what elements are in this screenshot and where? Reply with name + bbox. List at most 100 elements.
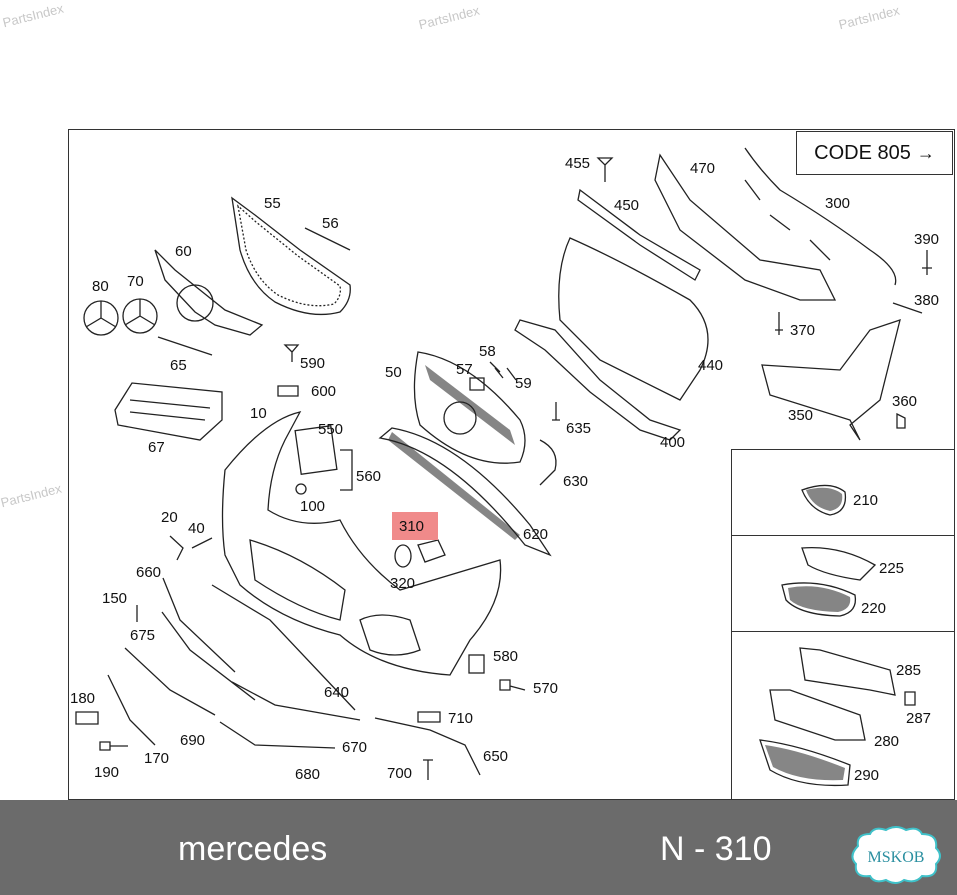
callout-390: 390 — [914, 231, 939, 248]
part-300-branch — [744, 179, 831, 261]
callout-150: 150 — [102, 590, 127, 607]
part-220-grille — [781, 582, 857, 617]
part-285-duct — [799, 647, 896, 696]
callout-55: 55 — [264, 195, 281, 212]
callout-20: 20 — [161, 509, 178, 526]
callout-550: 550 — [318, 421, 343, 438]
part-670-trim — [231, 681, 361, 721]
part-225-frame — [801, 546, 877, 581]
part-60-ring — [176, 284, 214, 322]
callout-100: 100 — [300, 498, 325, 515]
callout-380: 380 — [914, 292, 939, 309]
part-number-label: N - 310 — [660, 830, 772, 868]
part-620-mesh — [388, 432, 520, 540]
callout-620: 620 — [523, 526, 548, 543]
part-320-ring — [394, 544, 412, 568]
part-55-grille-frame — [231, 196, 351, 316]
part-630-bracket — [539, 439, 557, 486]
callout-56: 56 — [322, 215, 339, 232]
part-190-screw — [99, 741, 128, 751]
callout-450: 450 — [614, 197, 639, 214]
part-10-foglight — [359, 614, 421, 656]
part-370-pin — [775, 312, 783, 335]
callout-10: 10 — [250, 405, 267, 422]
callout-210: 210 — [853, 492, 878, 509]
part-57-clip — [469, 377, 485, 391]
part-470-crossmember — [654, 153, 837, 301]
part-560-bracket — [340, 449, 353, 491]
part-710-clip — [417, 711, 441, 723]
callout-650: 650 — [483, 748, 508, 765]
part-620-lower-grille — [378, 427, 552, 557]
part-570-screw — [499, 679, 526, 691]
callout-57: 57 — [456, 361, 473, 378]
part-20-cap — [169, 535, 184, 561]
footer-bar: mercedes N - 310 — [0, 800, 957, 895]
part-60-bracket — [154, 249, 264, 336]
part-10-inner — [249, 539, 346, 621]
callout-310: 310 — [399, 518, 424, 535]
callout-590: 590 — [300, 355, 325, 372]
callout-690: 690 — [180, 732, 205, 749]
callout-70: 70 — [127, 273, 144, 290]
part-590-screw — [283, 344, 300, 362]
part-660-strip — [162, 577, 236, 673]
mskob-logo: MSKOB — [851, 826, 941, 884]
part-287-pin — [904, 691, 916, 706]
callout-660: 660 — [136, 564, 161, 581]
part-440-frame — [558, 237, 709, 401]
part-50-mesh — [425, 365, 515, 445]
callout-350: 350 — [788, 407, 813, 424]
part-280-duct — [769, 689, 866, 741]
part-310-sensor — [417, 539, 446, 563]
part-65-strip — [157, 336, 213, 356]
callout-40: 40 — [188, 520, 205, 537]
part-450-strip — [577, 188, 701, 281]
part-380-strip — [892, 302, 923, 314]
arrow-right-icon: → — [916, 142, 935, 163]
callout-580: 580 — [493, 648, 518, 665]
part-650-trim — [374, 717, 481, 776]
callout-300: 300 — [825, 195, 850, 212]
part-635-pin — [552, 402, 560, 421]
callout-58: 58 — [479, 343, 496, 360]
part-210-grille — [801, 484, 847, 516]
callout-59: 59 — [515, 375, 532, 392]
part-640-trim — [211, 584, 356, 711]
part-210-mesh — [806, 487, 843, 511]
callout-400: 400 — [660, 434, 685, 451]
part-170-trim — [107, 674, 156, 746]
part-600-clip — [277, 385, 299, 397]
callout-470: 470 — [690, 160, 715, 177]
callout-285: 285 — [896, 662, 921, 679]
part-390-screw — [922, 250, 932, 275]
part-400-carrier — [514, 319, 682, 441]
callout-440: 440 — [698, 357, 723, 374]
part-10-bumper-cover — [221, 411, 502, 676]
part-700-screw — [423, 759, 433, 780]
part-56-trim — [304, 227, 351, 251]
callout-50: 50 — [385, 364, 402, 381]
part-680-trim — [219, 721, 336, 749]
part-40-arrow — [191, 537, 213, 549]
part-59-pin — [506, 367, 517, 381]
callout-67: 67 — [148, 439, 165, 456]
part-290-mesh — [765, 745, 845, 781]
part-180-clip — [75, 711, 99, 725]
callout-370: 370 — [790, 322, 815, 339]
highlight-310 — [392, 512, 438, 540]
part-300-harness — [744, 147, 897, 286]
callout-700: 700 — [387, 765, 412, 782]
part-80-star — [85, 301, 117, 328]
callout-225: 225 — [879, 560, 904, 577]
callout-190: 190 — [94, 764, 119, 781]
part-690-trim — [124, 647, 216, 716]
callout-80: 80 — [92, 278, 109, 295]
callout-220: 220 — [861, 600, 886, 617]
part-455-screw — [596, 157, 614, 182]
callout-170: 170 — [144, 750, 169, 767]
code-label: CODE 805 → — [796, 131, 953, 175]
part-67-detail — [129, 399, 211, 421]
part-580-nut — [468, 654, 485, 674]
part-50-grille — [413, 351, 526, 464]
